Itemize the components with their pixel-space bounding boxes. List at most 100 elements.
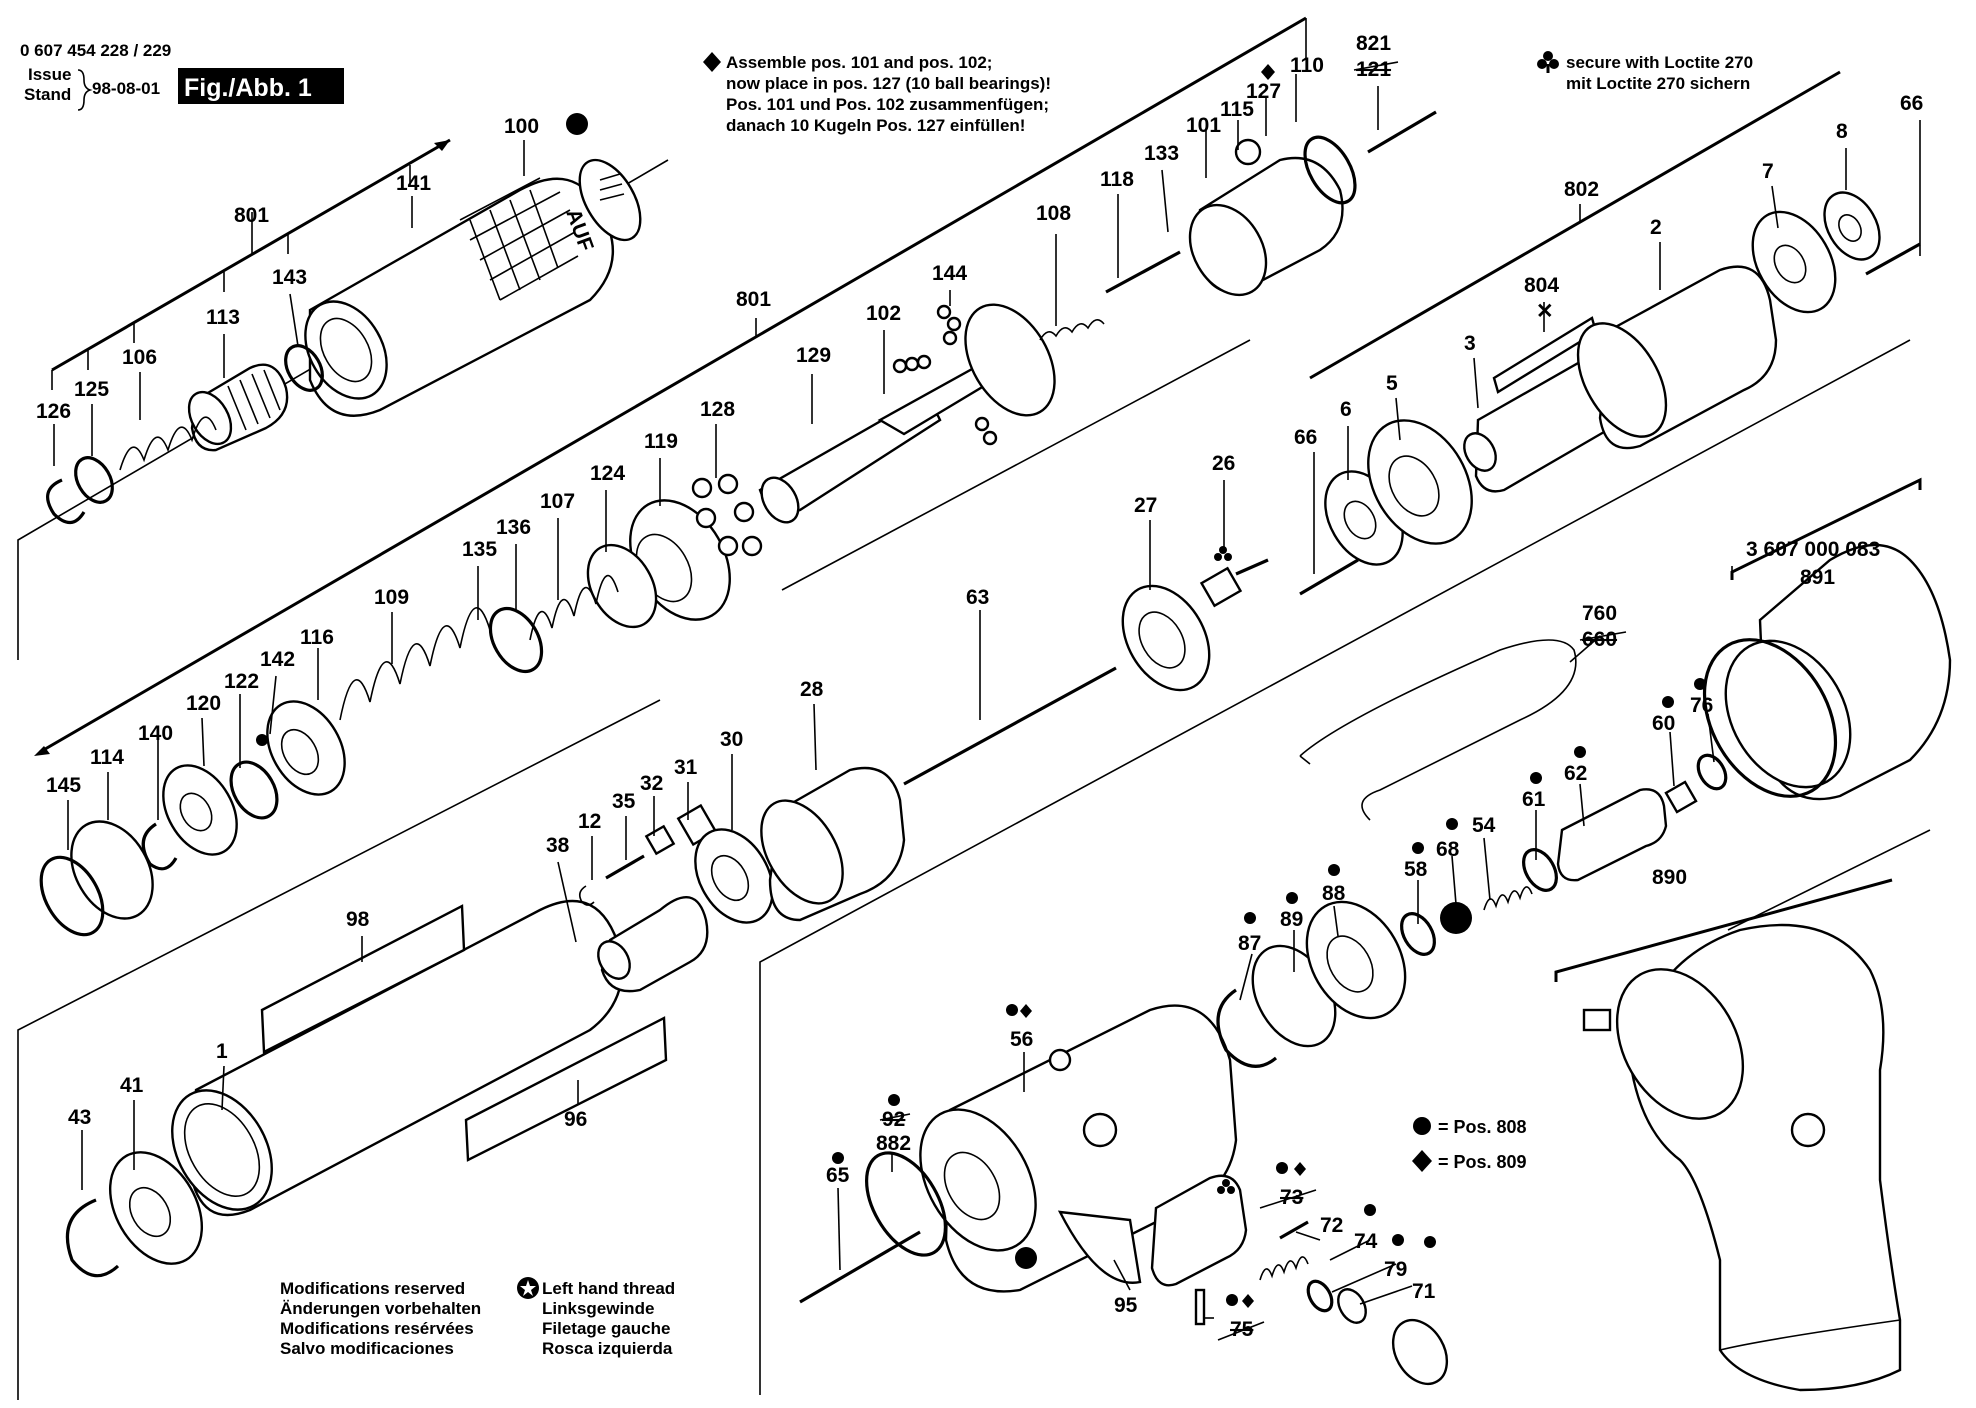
assembly-890-bracket: [1554, 878, 1893, 982]
assembly-801-upper: [51, 138, 451, 390]
label-79: 79: [1384, 1258, 1407, 1281]
label-128: 128: [700, 398, 735, 421]
part-5-end-plate: [1367, 419, 1473, 545]
label-113: 113: [206, 306, 240, 329]
label-126: 126: [36, 400, 71, 423]
label-109: 109: [374, 586, 409, 609]
part-145-oring: [39, 855, 105, 937]
part-101-rotor-block: [1188, 135, 1357, 297]
label-882: 882: [876, 1132, 911, 1155]
label-89: 89: [1280, 908, 1303, 931]
diamond-icon-127: [1261, 64, 1275, 80]
label-43: 43: [68, 1106, 91, 1129]
label-115: 115: [1220, 98, 1254, 121]
label-821: 821: [1356, 32, 1391, 55]
part-115-ball: [1234, 138, 1262, 166]
part-2-cylinder: [1576, 265, 1778, 450]
diamond-icon: [1412, 1150, 1432, 1172]
label-141: 141: [396, 172, 431, 195]
assembly-note: Assemble pos. 101 and pos. 102; now plac…: [703, 52, 1051, 135]
label-66-lower: 66: [1294, 426, 1317, 449]
label-102: 102: [866, 302, 901, 325]
label-114: 114: [90, 746, 124, 769]
part-882-oring: [865, 1151, 947, 1257]
label-144: 144: [932, 262, 967, 285]
label-72: 72: [1320, 1214, 1343, 1237]
label-74: 74: [1354, 1230, 1378, 1253]
label-75-struck: 75: [1230, 1318, 1254, 1341]
label-110: 110: [1290, 54, 1324, 77]
label-76: 76: [1690, 694, 1713, 717]
label-26: 26: [1212, 452, 1235, 475]
part-74-spring: [1259, 1256, 1309, 1281]
assembly-note-line-2: now place in pos. 127 (10 ball bearings)…: [726, 74, 1051, 93]
part-98-strip: [260, 904, 466, 1054]
part-760-wire: [1299, 639, 1577, 821]
label-140: 140: [138, 722, 173, 745]
border-lower-right: [759, 339, 1911, 1395]
label-68: 68: [1436, 838, 1460, 861]
part-113-knurled-nut: [187, 363, 289, 452]
label-61: 61: [1522, 788, 1546, 811]
label-66-upper: 66: [1900, 92, 1923, 115]
label-7: 7: [1762, 160, 1774, 183]
label-8: 8: [1836, 120, 1848, 143]
part-35-pin: [605, 854, 645, 880]
header-block: 0 607 454 228 / 229 Issue Stand 98-08-01…: [20, 41, 344, 111]
assembly-note-line-4: danach 10 Kugeln Pos. 127 einfüllen!: [726, 116, 1025, 135]
label-56: 56: [1010, 1028, 1033, 1051]
label-88: 88: [1322, 882, 1346, 905]
modifications-note: Modifications reserved Änderungen vorbeh…: [280, 1279, 481, 1358]
label-122: 122: [224, 670, 259, 693]
part-128-balls: [691, 473, 763, 557]
label-101: 101: [1186, 114, 1221, 137]
part-43-snap-ring: [65, 1198, 120, 1278]
part-116-collar: [266, 700, 346, 796]
label-58: 58: [1404, 858, 1428, 881]
label-124: 124: [590, 462, 625, 485]
left-hand-thread-note: Left hand thread Linksgewinde Filetage g…: [517, 1277, 675, 1358]
part-96-strip: [464, 1016, 668, 1162]
part-120-gear: [162, 764, 238, 856]
part-65-pin: [799, 1230, 921, 1304]
label-801-upper: 801: [234, 204, 269, 227]
club-icon: [1537, 51, 1559, 73]
part-142-ball: [256, 734, 268, 746]
part-number-labels: 100 141 801 143 113 106 125 126 821 121 …: [36, 32, 1923, 1341]
part-125-ring: [74, 456, 114, 504]
part-106-spring: [119, 416, 217, 471]
assembly-802: [1309, 70, 1841, 380]
assembly-note-line-1: Assemble pos. 101 and pos. 102;: [726, 53, 992, 72]
left-hand-thread-line-3: Filetage gauche: [542, 1319, 670, 1338]
modifications-line-4: Salvo modificaciones: [280, 1339, 454, 1358]
label-106: 106: [122, 346, 157, 369]
part-891-housing: [1702, 543, 1952, 801]
label-136: 136: [496, 516, 531, 539]
label-6: 6: [1340, 398, 1352, 421]
label-30: 30: [720, 728, 743, 751]
part-126-snap-ring: [46, 478, 86, 525]
label-54: 54: [1472, 814, 1496, 837]
star-circle-icon-56: [1015, 1247, 1037, 1269]
figure-label: Fig./Abb. 1: [184, 74, 312, 102]
label-35: 35: [612, 790, 636, 813]
part-66-pin-lower: [1299, 558, 1359, 596]
brace-icon: [77, 69, 93, 111]
part-890-handle: [1582, 923, 1902, 1392]
legend-pos-808: = Pos. 808: [1438, 1117, 1527, 1137]
part-87-89-88-rings: [1216, 900, 1407, 1068]
part-30-ring: [694, 828, 774, 924]
loctite-note-line-1: secure with Loctite 270: [1566, 53, 1753, 72]
part-75-pin: [1194, 1288, 1206, 1326]
leader-lines: [53, 74, 1921, 1319]
part-61-62-fitting: [1522, 788, 1668, 892]
diamond-icon: [703, 52, 721, 72]
part-122-ring: [229, 760, 279, 820]
marker-symbols: [566, 64, 1706, 1308]
label-12: 12: [578, 810, 601, 833]
part-79-71-button: [1306, 1279, 1449, 1385]
part-66-pin-upper: [1865, 242, 1921, 276]
label-27: 27: [1134, 494, 1157, 517]
part-95-screen: [1057, 1210, 1142, 1284]
part-100-housing: AUF: [304, 158, 642, 417]
